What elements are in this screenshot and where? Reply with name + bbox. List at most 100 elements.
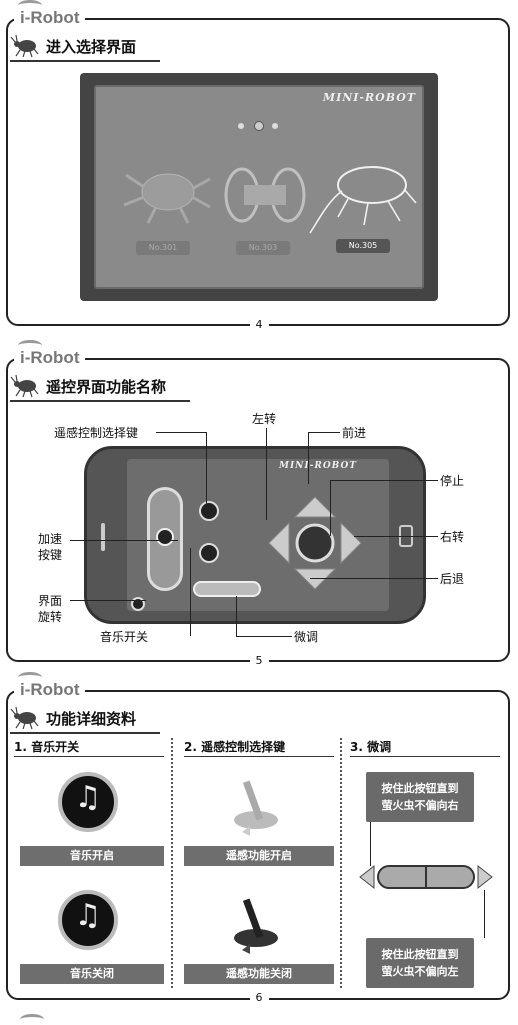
remote-on-label: 遥感功能开启	[184, 846, 334, 866]
col1-title: 1. 音乐开关	[14, 740, 80, 754]
callout-forward: 前进	[342, 426, 367, 440]
note-right-line-2: 萤火虫不偏向右	[381, 799, 459, 812]
section3-title: 功能详细资料	[46, 709, 137, 728]
callout-accelerate-1: 加速	[38, 532, 63, 546]
joystick-off-icon[interactable]	[222, 888, 292, 958]
pager-dots	[236, 121, 282, 131]
callout-rotate-2: 旋转	[38, 610, 63, 624]
pager-dot-2[interactable]	[254, 121, 264, 131]
music-off-icon[interactable]: ♫	[58, 890, 118, 950]
leader-fine-tune-v	[236, 596, 237, 636]
section1-underline	[10, 60, 160, 62]
brand-text-3: i-Robot	[20, 680, 80, 699]
col3-title: 3. 微调	[350, 740, 392, 754]
music-toggle-button[interactable]	[199, 543, 219, 563]
firefly-icon	[10, 34, 39, 58]
page-4-text: 4	[249, 318, 269, 331]
music-off-label: 音乐关闭	[20, 964, 164, 984]
brand-text: i-Robot	[20, 8, 80, 27]
right-arrow[interactable]	[340, 521, 362, 565]
leader-backward	[310, 578, 438, 579]
robot-301-label[interactable]: No.301	[136, 241, 190, 255]
callout-backward: 后退	[440, 572, 465, 586]
robot-305-label[interactable]: No.305	[336, 239, 390, 253]
col1-underline	[14, 756, 164, 757]
fine-tune-note-right: 按住此按钮直到 萤火虫不偏向右	[366, 772, 474, 822]
phone-remote-ui: MINI-ROBOT	[84, 446, 426, 624]
mini-robot-logo: MINI-ROBOT	[322, 91, 416, 104]
robot-305-illustration[interactable]	[308, 151, 418, 235]
callout-turn-right: 右转	[440, 530, 465, 544]
col3-underline	[350, 756, 500, 757]
brand-logo-2: i-Robot	[14, 340, 86, 368]
note-left-line-2: 萤火虫不偏向左	[381, 965, 459, 978]
column-separator-1	[171, 738, 173, 988]
accelerate-slider[interactable]	[147, 487, 183, 591]
firefly-icon	[10, 374, 39, 398]
robot-303-label[interactable]: No.303	[236, 241, 290, 255]
page-number-6: 6	[0, 991, 518, 1004]
section3-header: 功能详细资料	[10, 704, 136, 732]
callout-turn-left: 左转	[252, 412, 277, 426]
section2-header: 遥控界面功能名称	[10, 372, 166, 400]
music-on-icon[interactable]: ♫	[58, 772, 118, 832]
leader-rotate	[70, 600, 146, 601]
callout-fine-tune: 微调	[294, 630, 319, 644]
brand-text-2: i-Robot	[20, 348, 80, 367]
leader-forward	[308, 432, 340, 433]
fine-tune-note-left: 按住此按钮直到 萤火虫不偏向左	[366, 938, 474, 988]
pager-dot-1[interactable]	[238, 123, 244, 129]
robot-select-inner: MINI-ROBOT No.301 No.303 No.305	[94, 85, 424, 289]
robot-301-illustration[interactable]	[116, 157, 216, 227]
section2-title: 遥控界面功能名称	[46, 377, 167, 396]
leader-forward-v	[308, 432, 309, 484]
leader-note-right	[370, 822, 371, 866]
fine-tune-control-icon[interactable]	[358, 862, 494, 892]
callout-stop: 停止	[440, 474, 465, 488]
section1-header: 进入选择界面	[10, 32, 136, 60]
remote-off-label: 遥感功能关闭	[184, 964, 334, 984]
leader-turn-left	[266, 428, 267, 520]
callout-music: 音乐开关	[100, 630, 149, 644]
leader-accelerate	[70, 540, 178, 541]
page-number-4: 4	[0, 318, 518, 331]
leader-turn-right	[354, 536, 438, 537]
leader-stop	[330, 480, 438, 481]
forward-arrow[interactable]	[293, 496, 337, 518]
fine-tune-slider[interactable]	[193, 581, 261, 597]
col2-underline	[184, 756, 334, 757]
leader-note-left	[484, 890, 485, 938]
note-right-line-1: 按住此按钮直到	[381, 782, 459, 795]
backward-arrow[interactable]	[293, 568, 337, 590]
pager-dot-3[interactable]	[272, 123, 278, 129]
music-note-glyph: ♫	[74, 898, 102, 933]
left-arrow[interactable]	[268, 521, 290, 565]
accelerate-knob[interactable]	[156, 528, 174, 546]
leader-remote-select-v	[206, 432, 207, 504]
next-section-swoosh	[20, 1014, 44, 1025]
page-6-text: 6	[249, 991, 269, 1004]
brand-logo-3: i-Robot	[14, 672, 86, 700]
callout-accelerate-2: 按键	[38, 548, 63, 562]
music-note-glyph: ♫	[74, 780, 102, 815]
direction-pad	[268, 496, 362, 590]
brand-logo: i-Robot	[14, 0, 86, 28]
callout-rotate-1: 界面	[38, 594, 63, 608]
leader-stop-v	[330, 480, 331, 536]
leader-fine-tune	[236, 636, 292, 637]
section2-underline	[10, 400, 190, 402]
stop-button[interactable]	[295, 523, 335, 563]
callout-remote-select: 遥感控制选择键	[54, 426, 139, 440]
music-on-label: 音乐开启	[20, 846, 164, 866]
col2-title: 2. 遥感控制选择键	[184, 740, 286, 754]
page-5-text: 5	[249, 654, 269, 667]
leader-music	[190, 548, 191, 636]
firefly-icon	[10, 706, 39, 730]
robot-303-illustration[interactable]	[220, 155, 310, 229]
section3-underline	[10, 732, 160, 734]
leader-remote-select	[156, 432, 206, 433]
note-left-line-1: 按住此按钮直到	[381, 948, 459, 961]
remote-select-button[interactable]	[199, 501, 219, 521]
joystick-on-icon[interactable]	[222, 770, 292, 840]
phone-speaker	[101, 523, 105, 551]
